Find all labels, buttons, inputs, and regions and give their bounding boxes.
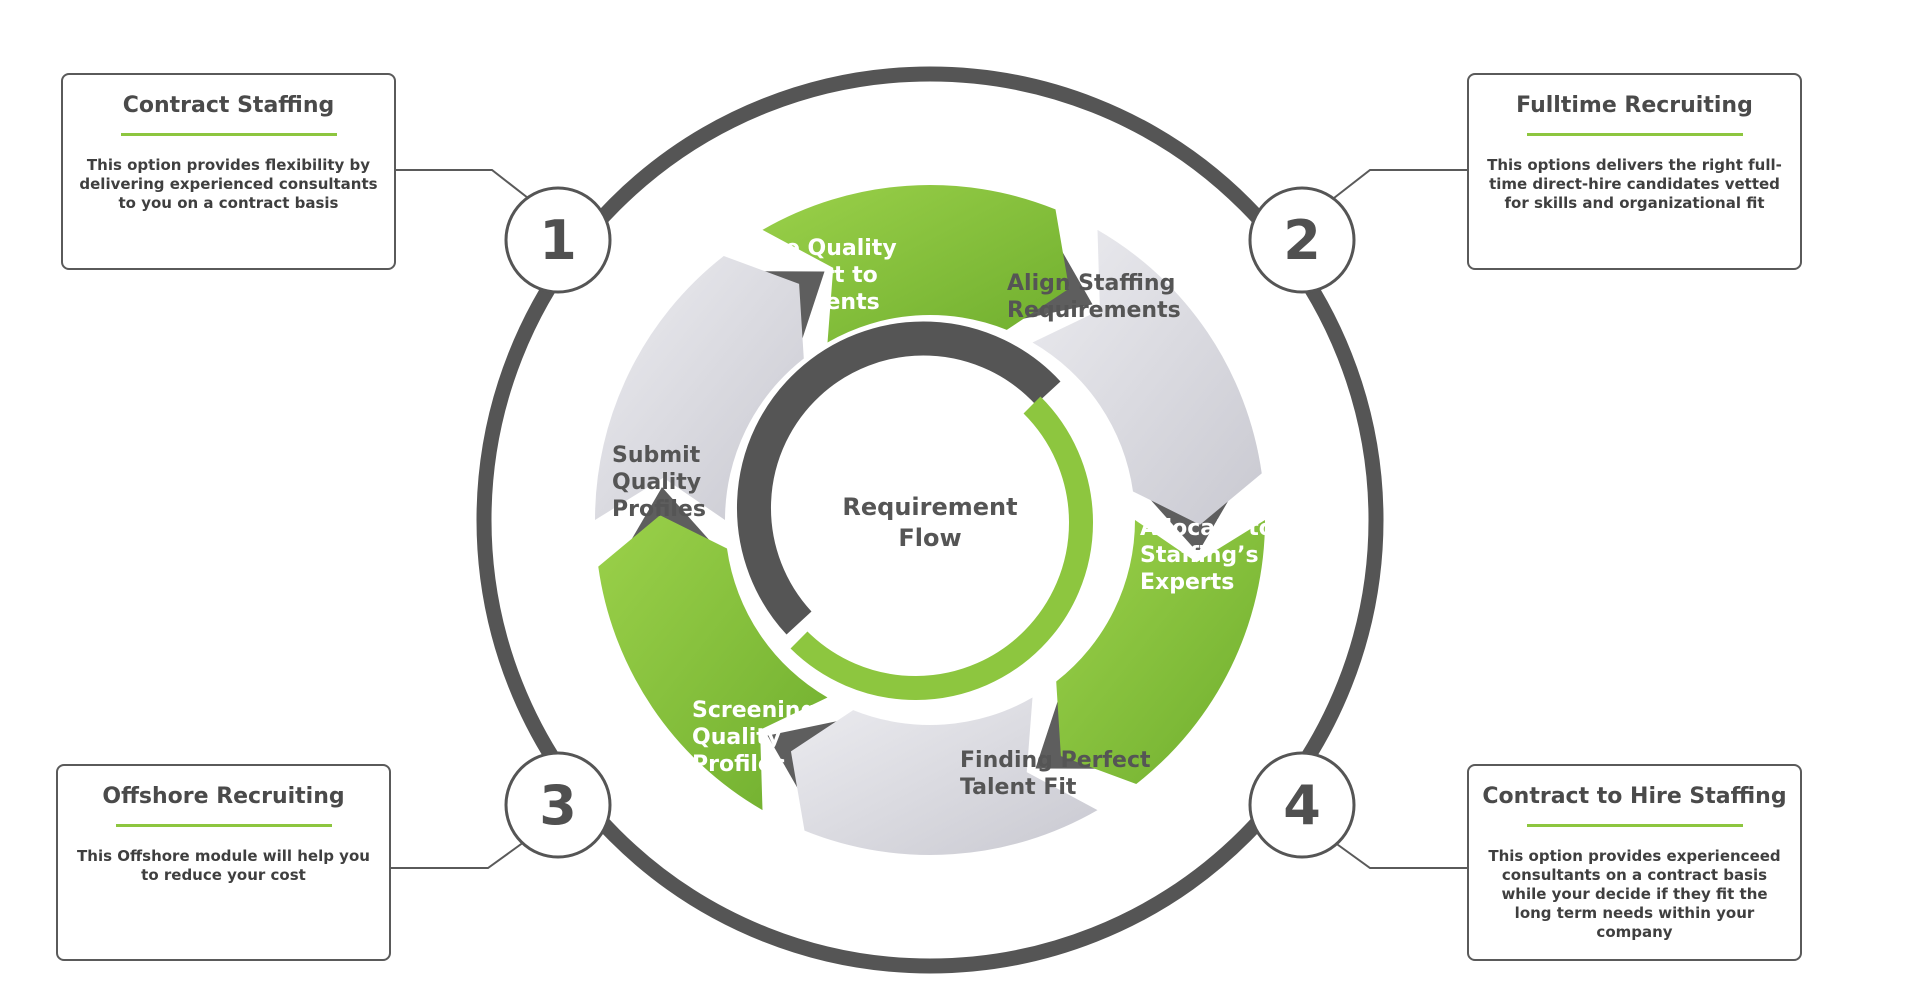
flow-segment-3 xyxy=(1056,520,1265,784)
inner-ring-green-arc xyxy=(790,396,1093,700)
inner-ring: Requirement Flow xyxy=(737,321,1110,702)
card-description: This Offshore module will help you to re… xyxy=(77,847,370,885)
badge-3-number: 3 xyxy=(539,774,577,837)
center-disc xyxy=(800,392,1060,652)
flow-segment-label-line: Quality xyxy=(612,470,701,495)
connector-3 xyxy=(390,841,525,869)
card-title: Offshore Recruiting xyxy=(102,784,345,809)
card-underline xyxy=(1526,133,1743,137)
badge-3: 3 xyxy=(504,751,612,859)
badge-2: 2 xyxy=(1248,186,1356,294)
center-title-line2: Flow xyxy=(898,524,961,552)
card-description: This options delivers the right full-tim… xyxy=(1487,156,1782,213)
flow-segment-label-line: Experts xyxy=(1140,570,1234,595)
badge-1-number: 1 xyxy=(539,209,577,272)
flow-segment-6 xyxy=(595,256,804,520)
card-title: Fulltime Recruiting xyxy=(1516,93,1753,118)
flow-segment-label-line: Talent Fit xyxy=(960,775,1077,800)
inner-ring-gray-arc xyxy=(737,321,1061,635)
flow-segment-label-line: Staffing’s xyxy=(1140,543,1259,568)
outer-ring xyxy=(476,66,1384,974)
flow-segment-label-line: Give Quality xyxy=(745,236,897,261)
flow-segment-label-line: Align Staffing xyxy=(1007,271,1175,296)
connector-lines xyxy=(390,169,1467,869)
card-title: Contract to Hire Staffing xyxy=(1482,784,1787,809)
flow-segment-label-line: Submit xyxy=(612,443,701,468)
connector-1 xyxy=(395,169,529,199)
flow-segment-1 xyxy=(762,185,1070,343)
flow-segment-label-line: Finding Perfect xyxy=(960,748,1151,773)
card-underline xyxy=(120,133,337,137)
badge-2-number: 2 xyxy=(1283,209,1321,272)
flow-segment-label-line: Profiles xyxy=(612,497,706,522)
number-badges: 1 2 3 4 xyxy=(504,186,1356,859)
badge-4: 4 xyxy=(1248,751,1356,859)
card-contract-staffing: Contract Staffing This option provides f… xyxy=(61,73,396,270)
card-title: Contract Staffing xyxy=(122,93,335,118)
flow-segment-label-line: Profiles xyxy=(692,752,786,777)
card-underline xyxy=(1526,824,1743,828)
card-contract-to-hire-staffing: Contract to Hire Staffing This option pr… xyxy=(1467,764,1802,961)
flow-segment-label-line: Screening xyxy=(692,698,816,723)
card-description: This option provides flexibility by deli… xyxy=(79,156,378,213)
connector-2 xyxy=(1333,169,1467,199)
card-fulltime-recruiting: Fulltime Recruiting This options deliver… xyxy=(1467,73,1802,270)
flow-segment-label-line: Allocate to xyxy=(1140,516,1274,541)
flow-segment-4 xyxy=(790,697,1098,855)
center-title-line1: Requirement xyxy=(842,493,1017,521)
card-description: This option provides experienceed consul… xyxy=(1488,847,1781,942)
connector-4 xyxy=(1333,841,1467,869)
badge-4-number: 4 xyxy=(1283,774,1321,837)
flow-segment-5 xyxy=(598,515,828,811)
card-offshore-recruiting: Offshore Recruiting This Offshore module… xyxy=(56,764,391,961)
flow-segment-label-line: Requirements xyxy=(1007,298,1181,323)
flow-segment-label-line: Quality xyxy=(692,725,781,750)
flow-segment-2 xyxy=(1032,229,1262,525)
badge-1: 1 xyxy=(504,186,612,294)
card-underline xyxy=(115,824,332,828)
